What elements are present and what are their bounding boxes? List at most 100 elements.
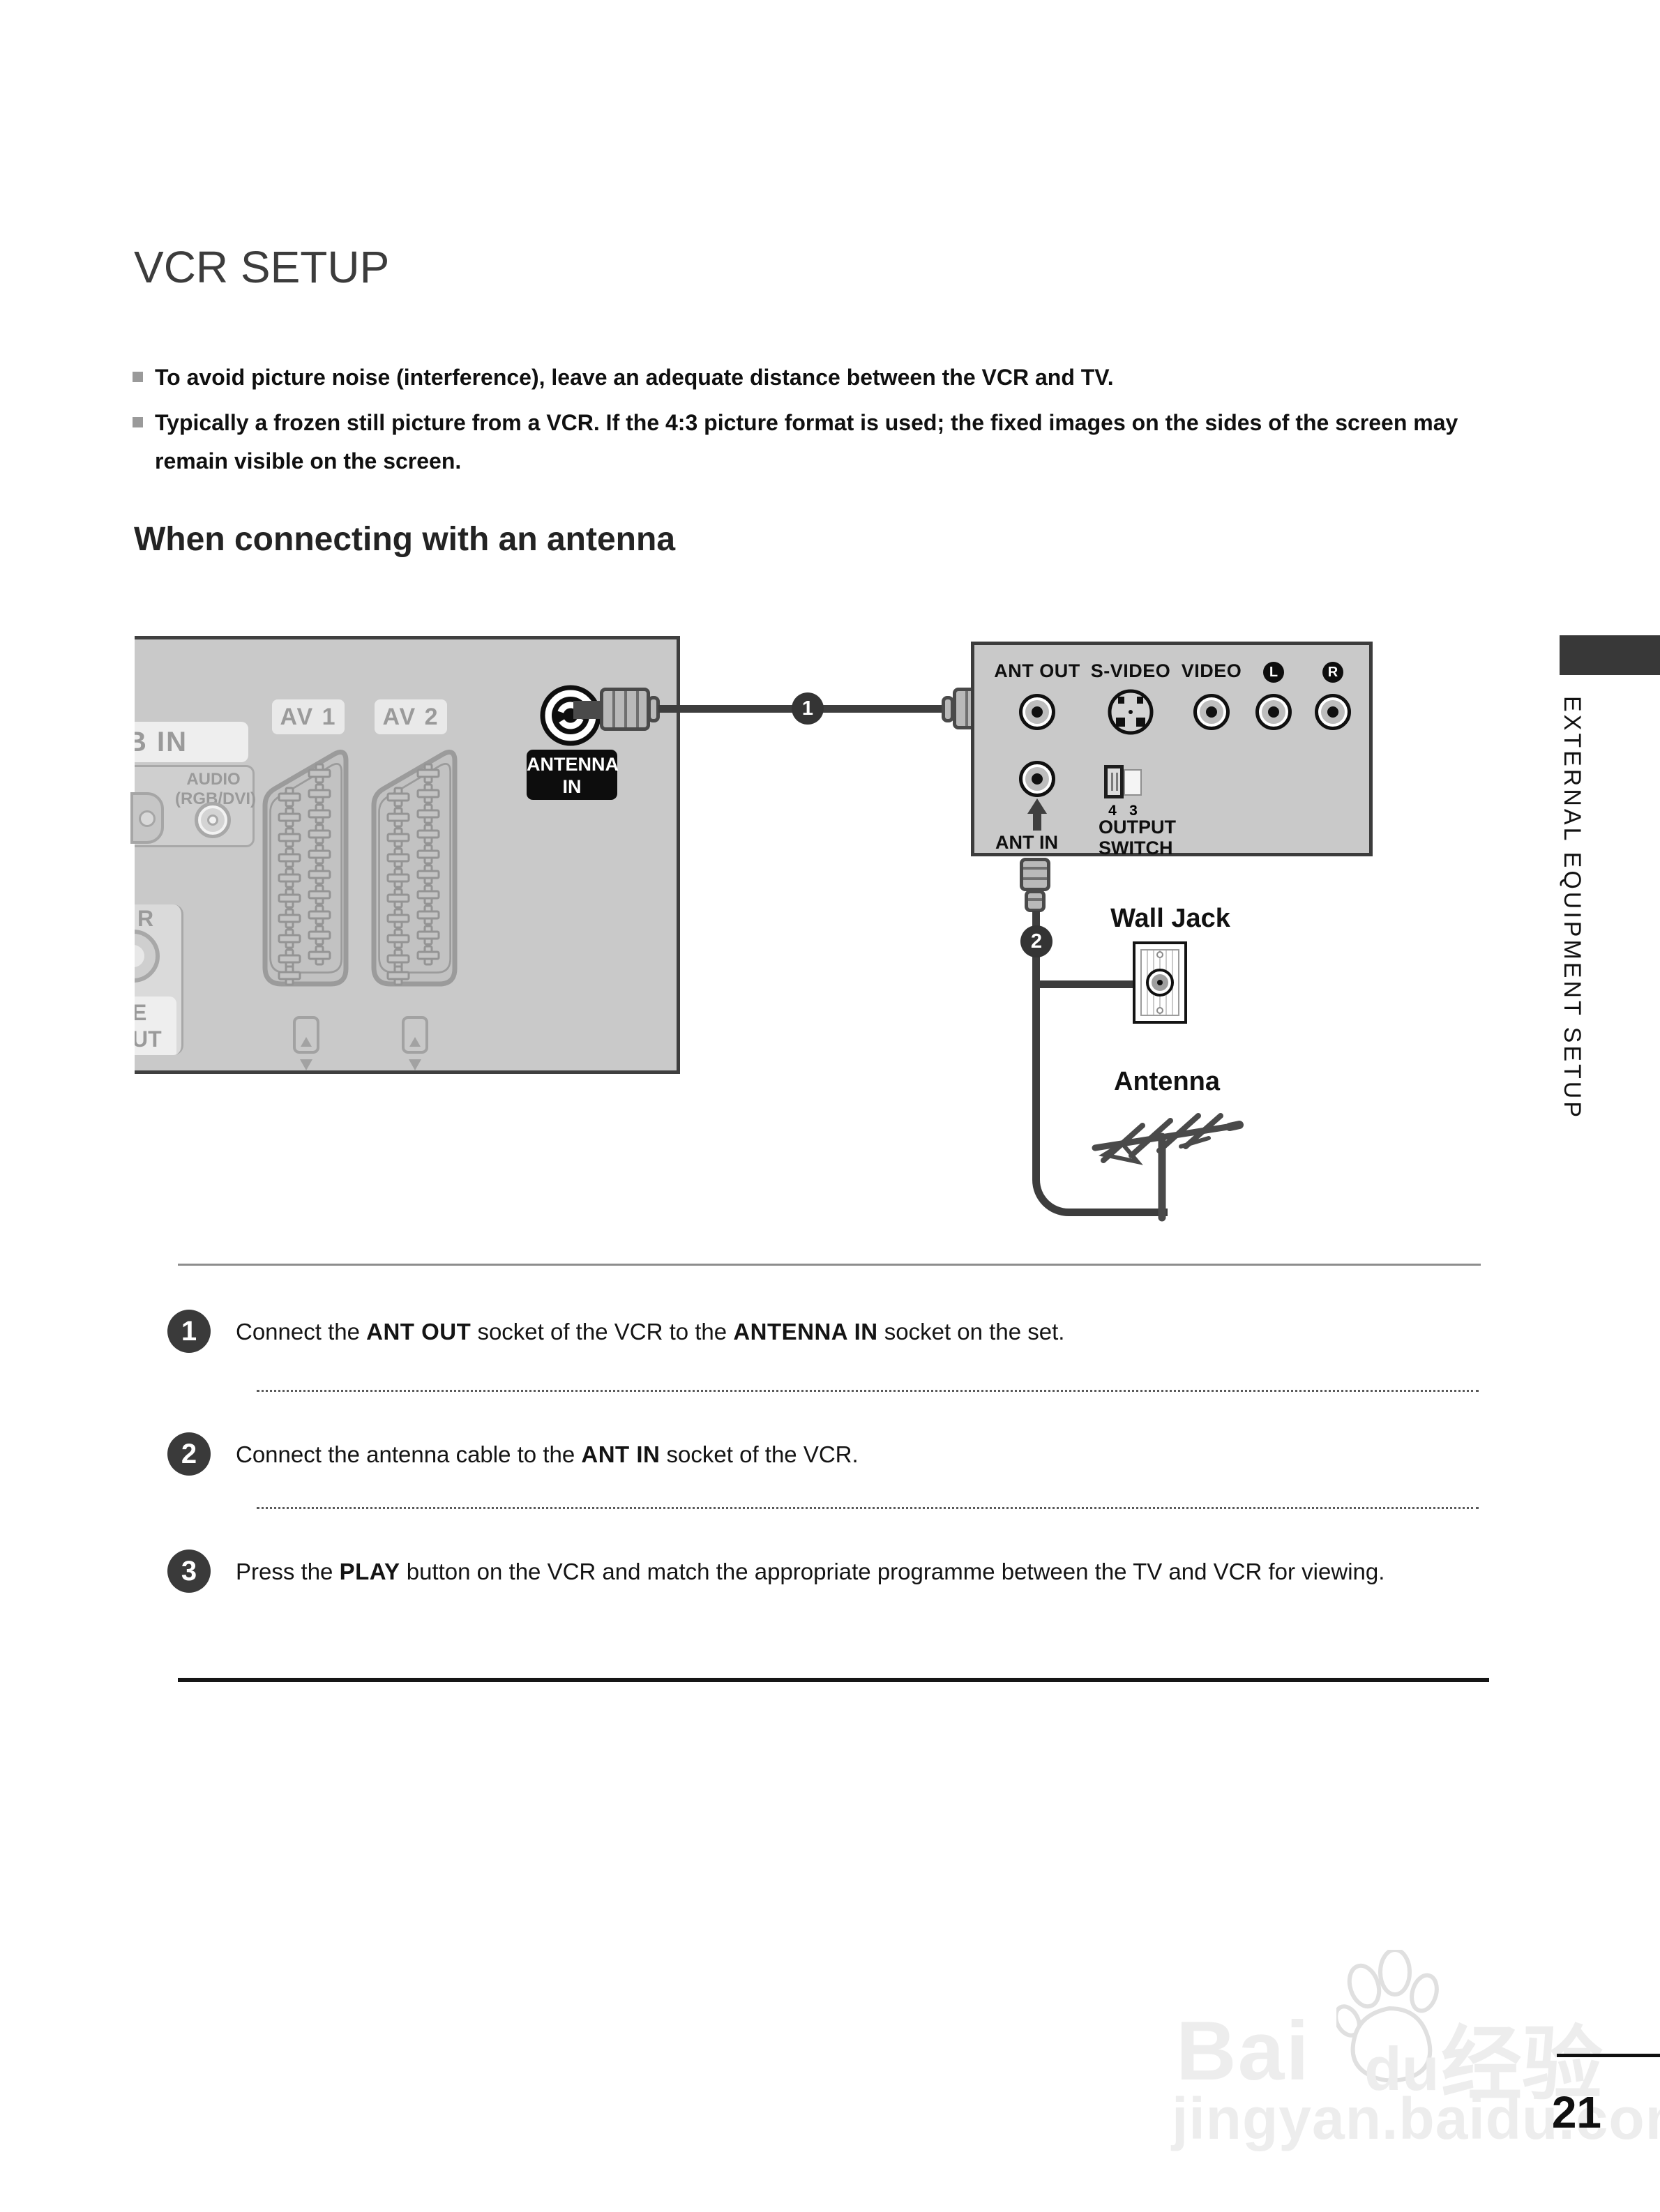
scart-connector-icon: [365, 744, 465, 990]
coax-plug-collar-icon: [647, 696, 660, 722]
square-bullet-icon: [133, 417, 143, 427]
watermark-du: du: [1364, 2034, 1440, 2103]
watermark-bai: Bai: [1176, 2004, 1311, 2098]
yagi-antenna-icon: [1092, 1113, 1244, 1222]
step-text-seg: button on the VCR and match the appropri…: [400, 1559, 1385, 1584]
step-number-badge: 1: [167, 1310, 211, 1353]
step2-marker: 2: [1020, 925, 1052, 957]
step-text: Connect the antenna cable to the ANT IN …: [236, 1432, 859, 1476]
ant-in-label: ANT IN: [995, 832, 1058, 853]
divider-line: [178, 1678, 1489, 1682]
step-text-bold: ANTENNA IN: [733, 1319, 878, 1344]
arrow-up-icon: [1027, 798, 1047, 814]
audio-l-jack-icon: [1255, 694, 1292, 730]
av1-label: AV 1: [272, 699, 345, 734]
coax-plug-tip-icon: [573, 701, 604, 719]
vcr-back-panel: ANT OUT S-VIDEO VIDEO L R ANT IN 4 3 OUT…: [971, 642, 1373, 858]
page-title: VCR SETUP: [134, 242, 390, 292]
step-number-badge: 3: [167, 1550, 211, 1593]
step-text-seg: socket on the set.: [877, 1319, 1065, 1344]
scart-connector-icon: [257, 744, 356, 990]
audio-caption-line1: AUDIO: [186, 770, 241, 789]
step-text-seg: Connect the antenna cable to the: [236, 1441, 582, 1467]
square-bullet-icon: [133, 372, 143, 382]
wall-jack-label: Wall Jack: [1110, 904, 1230, 933]
instruction-step-1: 1 Connect the ANT OUT socket of the VCR …: [167, 1310, 1064, 1353]
varout-r-label: R: [137, 906, 154, 931]
dotted-divider: [257, 1390, 1479, 1392]
bullet-text: To avoid picture noise (interference), l…: [155, 365, 1114, 390]
step-text: Press the PLAY button on the VCR and mat…: [236, 1550, 1384, 1593]
output-switch-line1: OUTPUT: [1099, 817, 1176, 838]
output-switch-slider: [1104, 765, 1124, 798]
bullet-item: To avoid picture noise (interference), l…: [133, 358, 1510, 397]
s-video-label: S-VIDEO: [1090, 660, 1171, 681]
page-number: 21: [1551, 2087, 1601, 2137]
page-number-rule: [1557, 2054, 1660, 2057]
switch-4-label: 4: [1108, 803, 1117, 819]
wall-jack-branch-cable: [1040, 980, 1135, 988]
rgb-input-group: AUDIO (RGB/DVI): [130, 765, 256, 847]
antenna-in-line1: ANTENNA: [527, 754, 619, 775]
arrow-down-icon: [409, 1059, 421, 1070]
dsub-connector-icon: [130, 792, 164, 844]
rgb-in-label-text: B IN: [135, 727, 188, 757]
video-jack-icon: [1193, 694, 1230, 730]
audio-left-badge: L: [1263, 662, 1284, 683]
ant-out-label: ANT OUT: [994, 660, 1080, 681]
antenna-cable-bend: [1032, 983, 1168, 1216]
output-switch-track: [1124, 769, 1142, 796]
step-text-bold: PLAY: [339, 1559, 400, 1584]
step-text-seg: Connect the: [236, 1319, 367, 1344]
step-text-seg: socket of the VCR to the: [471, 1319, 734, 1344]
varout-label-e: E: [135, 999, 176, 1026]
scart-eject-icon: [402, 1016, 428, 1054]
coax-plug-collar-icon: [942, 696, 954, 722]
varout-label: E UT: [135, 997, 176, 1055]
rgb-in-label: B IN: [135, 722, 248, 762]
watermark-jingyan: 经验: [1441, 2019, 1603, 2109]
scart-eject-icon: [293, 1016, 319, 1054]
step-text-bold: ANT IN: [581, 1441, 661, 1467]
antenna-label: Antenna: [1114, 1067, 1220, 1096]
varout-jack-icon: [135, 930, 160, 983]
coax-plug-icon: [600, 688, 650, 731]
step-number-badge: 2: [167, 1432, 211, 1476]
antenna-in-line2: IN: [562, 776, 582, 797]
wall-jack-socket-icon: [1146, 969, 1174, 997]
coax-plug-icon: [1020, 858, 1050, 891]
sidebar-vertical-title: EXTERNAL EQUIPMENT SETUP: [1559, 696, 1585, 1120]
step-text-bold: ANT OUT: [366, 1319, 471, 1344]
ant-out-jack-icon: [1019, 694, 1055, 730]
baidu-paw-icon: [1336, 1950, 1439, 2083]
chapter-tab: [1560, 635, 1660, 675]
step1-marker: 1: [792, 692, 824, 725]
screw-icon: [1156, 951, 1163, 958]
step-text-seg: Press the: [236, 1559, 340, 1584]
bullet-text: Typically a frozen still picture from a …: [155, 410, 1458, 474]
bullet-item: Typically a frozen still picture from a …: [133, 404, 1510, 480]
divider-line: [178, 1264, 1481, 1266]
screw-icon: [1156, 1007, 1163, 1014]
dotted-divider: [257, 1507, 1479, 1509]
audio-r-jack-icon: [1315, 694, 1351, 730]
instruction-step-3: 3 Press the PLAY button on the VCR and m…: [167, 1550, 1384, 1593]
variable-out-group: R E UT: [135, 904, 183, 1055]
audio-right-badge: R: [1322, 662, 1343, 683]
antenna-in-label: ANTENNA IN: [527, 750, 619, 800]
arrow-down-icon: [300, 1059, 312, 1070]
output-switch-label: OUTPUT SWITCH: [1099, 817, 1176, 858]
audio-rca-jack-icon: [195, 802, 231, 838]
varout-label-ut: UT: [135, 1027, 162, 1052]
s-video-jack-icon: [1108, 689, 1154, 735]
watermark-url: jingyan.baidu.com: [1172, 2086, 1660, 2151]
section-heading: When connecting with an antenna: [134, 521, 676, 558]
video-label: VIDEO: [1181, 660, 1242, 681]
arrow-up-shaft: [1033, 812, 1041, 831]
intro-bullets: To avoid picture noise (interference), l…: [133, 358, 1510, 487]
coax-plug-collar-icon: [1025, 890, 1046, 912]
step-text: Connect the ANT OUT socket of the VCR to…: [236, 1310, 1064, 1353]
av2-label: AV 2: [375, 699, 447, 734]
ant-in-jack-icon: [1019, 761, 1055, 797]
